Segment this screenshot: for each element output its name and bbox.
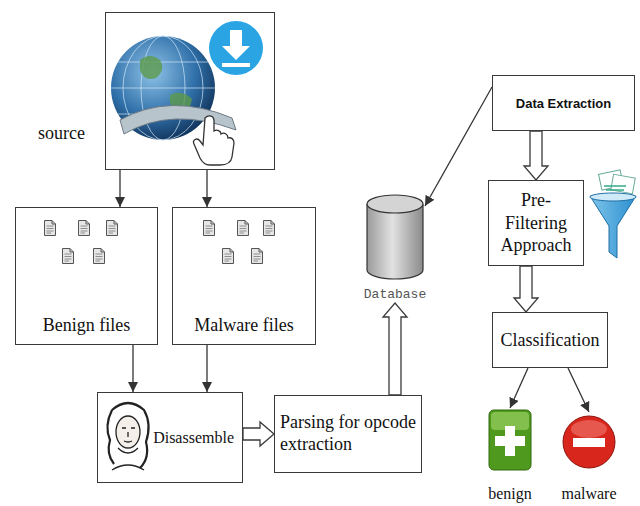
node-label: Malware files: [179, 315, 309, 336]
arrow-line: [206, 170, 207, 207]
malware-documents: [204, 221, 275, 264]
database-cylinder: Database: [360, 190, 430, 302]
node-label: source: [38, 123, 85, 144]
cylinder-shape: [360, 190, 430, 302]
minus-sign: [573, 438, 605, 447]
arrow-line: [568, 368, 589, 412]
block-arrow: [383, 303, 407, 395]
portrait-sketch: [107, 403, 148, 470]
process-box: Disassemble: [97, 392, 243, 483]
arrow-line: [425, 87, 492, 206]
arrow-line: [119, 170, 120, 207]
node-label: Parsing for opcode extraction: [280, 412, 416, 455]
node-label: Data Extraction: [516, 96, 611, 111]
download-icon: [209, 21, 263, 75]
block-arrow: [243, 422, 274, 446]
plus-badge: [489, 410, 531, 470]
node-label: Classification: [501, 330, 600, 351]
node-label: Database: [360, 287, 430, 302]
file-group-box: Benign files: [15, 207, 158, 345]
block-arrow: [524, 131, 548, 180]
badge-shine: [571, 420, 607, 438]
block-arrow: [514, 266, 538, 312]
arrow-line: [206, 345, 207, 392]
source-box: source: [105, 12, 275, 170]
process-box: Classification: [492, 312, 608, 368]
process-box: Data Extraction: [492, 75, 635, 131]
filter-funnel: [590, 170, 636, 258]
process-box: Pre-Filtering Approach: [488, 180, 584, 266]
cylinder-top: [367, 195, 423, 213]
result-icon: malware: [545, 412, 633, 503]
plus-sign: [495, 426, 525, 456]
process-box: Parsing for opcode extraction: [274, 395, 422, 473]
result-icon: benign: [468, 408, 552, 503]
node-label: Disassemble: [153, 429, 234, 447]
node-label: malware: [545, 485, 633, 503]
arrow-line: [510, 368, 528, 408]
node-label: Benign files: [22, 315, 151, 336]
arrow-line: [132, 345, 133, 392]
benign-documents: [45, 221, 118, 264]
minus-badge: [563, 416, 615, 468]
node-label: benign: [468, 485, 552, 503]
cylinder-body: [367, 204, 423, 279]
node-label: Pre-Filtering Approach: [492, 189, 580, 257]
file-group-box: Malware files: [172, 207, 316, 345]
